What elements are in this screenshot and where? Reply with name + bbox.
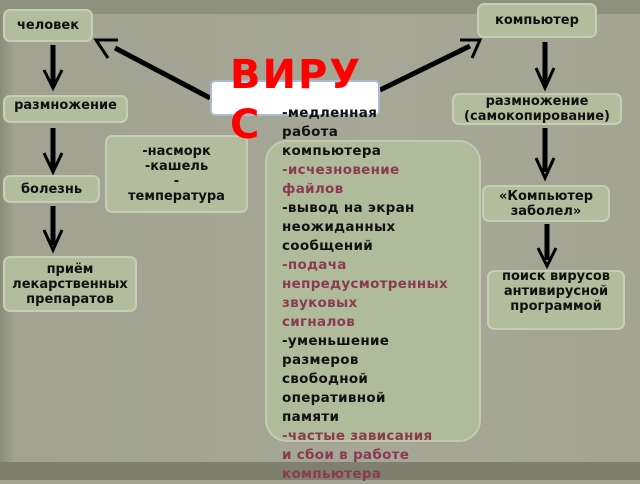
node-label: приём лекарственных препаратов	[12, 261, 128, 307]
symptom-item: -уменьшение размеров свободной оперативн…	[282, 333, 390, 425]
arrow-right-3	[536, 224, 558, 270]
node-antivirus-search: поиск вирусов антивирусной программой	[487, 268, 625, 330]
background-bottom-strip	[0, 462, 640, 480]
human-symptoms: -насморк -кашель - температура	[105, 135, 248, 213]
symptom-item: -вывод на экран неожиданных сообщений	[282, 200, 415, 254]
arrow-to-human	[93, 38, 212, 101]
symptom-item: -подача непредусмотренных звуковых сигна…	[282, 257, 448, 330]
symptom-item: -исчезновение файлов	[282, 162, 400, 197]
arrow-right-1	[534, 42, 556, 92]
arrow-left-3	[42, 206, 64, 254]
computer-symptoms-list: -медленная работа компьютера-исчезновени…	[282, 104, 482, 484]
node-medication: приём лекарственных препаратов	[3, 256, 137, 312]
computer-symptoms-box	[265, 140, 481, 442]
node-label: поиск вирусов антивирусной программой	[501, 268, 611, 314]
node-label: «Компьютер заболел»	[498, 188, 594, 219]
node-computer-sick: «Компьютер заболел»	[482, 185, 610, 222]
node-human: человек	[3, 9, 93, 42]
node-label: размножение	[14, 98, 117, 113]
node-disease: болезнь	[3, 175, 100, 203]
virus-title-box	[210, 80, 380, 116]
symptom-item: -медленная работа компьютера	[282, 105, 382, 159]
symptom-item: -частые зависания и сбои в работе компью…	[282, 428, 433, 482]
arrow-left-1	[42, 45, 64, 92]
arrow-left-2	[42, 128, 64, 176]
node-label: размножение (самокопирование)	[464, 94, 610, 124]
node-label: болезнь	[20, 181, 83, 197]
symptoms-text: -насморк -кашель - температура	[128, 144, 225, 204]
virus-title: ВИРУС	[230, 52, 363, 148]
node-computer: компьютер	[477, 3, 597, 38]
node-reproduction: размножение	[3, 95, 128, 123]
arrow-right-2	[534, 128, 556, 182]
node-label: компьютер	[495, 13, 579, 28]
node-label: человек	[16, 18, 80, 33]
node-self-copy: размножение (самокопирование)	[452, 93, 622, 125]
arrow-to-computer	[378, 38, 483, 93]
